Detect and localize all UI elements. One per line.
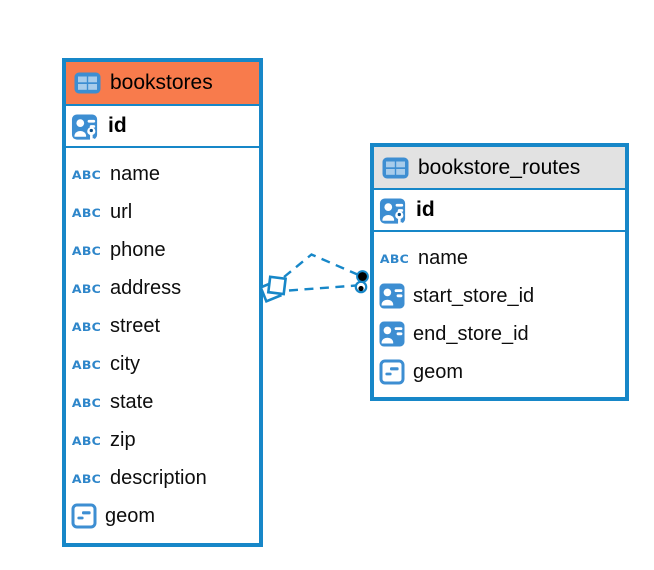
primary-key-label: id [416, 198, 435, 221]
table-row[interactable]: end_store_id [374, 315, 625, 353]
table-row[interactable]: ABC state [66, 383, 259, 421]
table-header-bookstores[interactable]: bookstores [66, 62, 259, 106]
text-type-icon: ABC [71, 356, 102, 372]
column-label: description [110, 466, 207, 489]
text-type-icon: ABC [71, 242, 102, 258]
relationship-line-end-store[interactable] [288, 284, 357, 292]
table-title: bookstores [110, 71, 213, 94]
relationship-diamond-marker[interactable] [259, 275, 288, 303]
column-label: start_store_id [413, 284, 535, 307]
table-row[interactable]: start_store_id [374, 277, 625, 315]
column-label: geom [105, 504, 156, 527]
column-label: zip [110, 428, 136, 451]
text-type-icon: ABC [71, 394, 102, 410]
table-row[interactable]: geom [374, 353, 625, 391]
table-row[interactable]: ABC name [374, 239, 625, 277]
primary-key-row[interactable]: id [374, 190, 625, 232]
column-label: address [110, 276, 182, 299]
text-type-icon: ABC [71, 204, 102, 220]
primary-key-label: id [108, 114, 127, 137]
text-type-icon: ABC [71, 432, 102, 448]
primary-key-row[interactable]: id [66, 106, 259, 148]
column-label: url [110, 200, 133, 223]
table-row[interactable]: geom [66, 497, 259, 535]
table-row[interactable]: ABC city [66, 345, 259, 383]
table-bookstores[interactable]: bookstores id ABC name ABC url ABC phone… [62, 58, 263, 547]
column-label: name [418, 246, 469, 269]
text-type-icon: ABC [71, 318, 102, 334]
table-title: bookstore_routes [418, 155, 581, 179]
table-bookstore-routes[interactable]: bookstore_routes id ABC name start_store… [370, 143, 629, 401]
column-label: phone [110, 238, 166, 261]
column-list: ABC name start_store_id end_store_id geo… [374, 232, 625, 397]
column-list: ABC name ABC url ABC phone ABC address A… [66, 148, 259, 541]
table-row[interactable]: ABC zip [66, 421, 259, 459]
column-label: city [110, 352, 140, 375]
column-label: state [110, 390, 154, 413]
table-row[interactable]: ABC name [66, 155, 259, 193]
text-type-icon: ABC [71, 470, 102, 486]
column-label: end_store_id [413, 322, 529, 345]
table-row[interactable]: ABC street [66, 307, 259, 345]
table-row[interactable]: ABC description [66, 459, 259, 497]
relationship-line-start-store[interactable] [283, 253, 358, 278]
table-header-bookstore-routes[interactable]: bookstore_routes [374, 147, 625, 190]
table-row[interactable]: ABC url [66, 193, 259, 231]
text-type-icon: ABC [71, 280, 102, 296]
table-row[interactable]: ABC address [66, 269, 259, 307]
column-label: street [110, 314, 161, 337]
relationship-endpoint-circles[interactable] [354, 270, 369, 294]
column-label: name [110, 162, 161, 185]
table-row[interactable]: ABC phone [66, 231, 259, 269]
text-type-icon: ABC [379, 250, 410, 266]
column-label: geom [413, 360, 464, 383]
text-type-icon: ABC [71, 166, 102, 182]
